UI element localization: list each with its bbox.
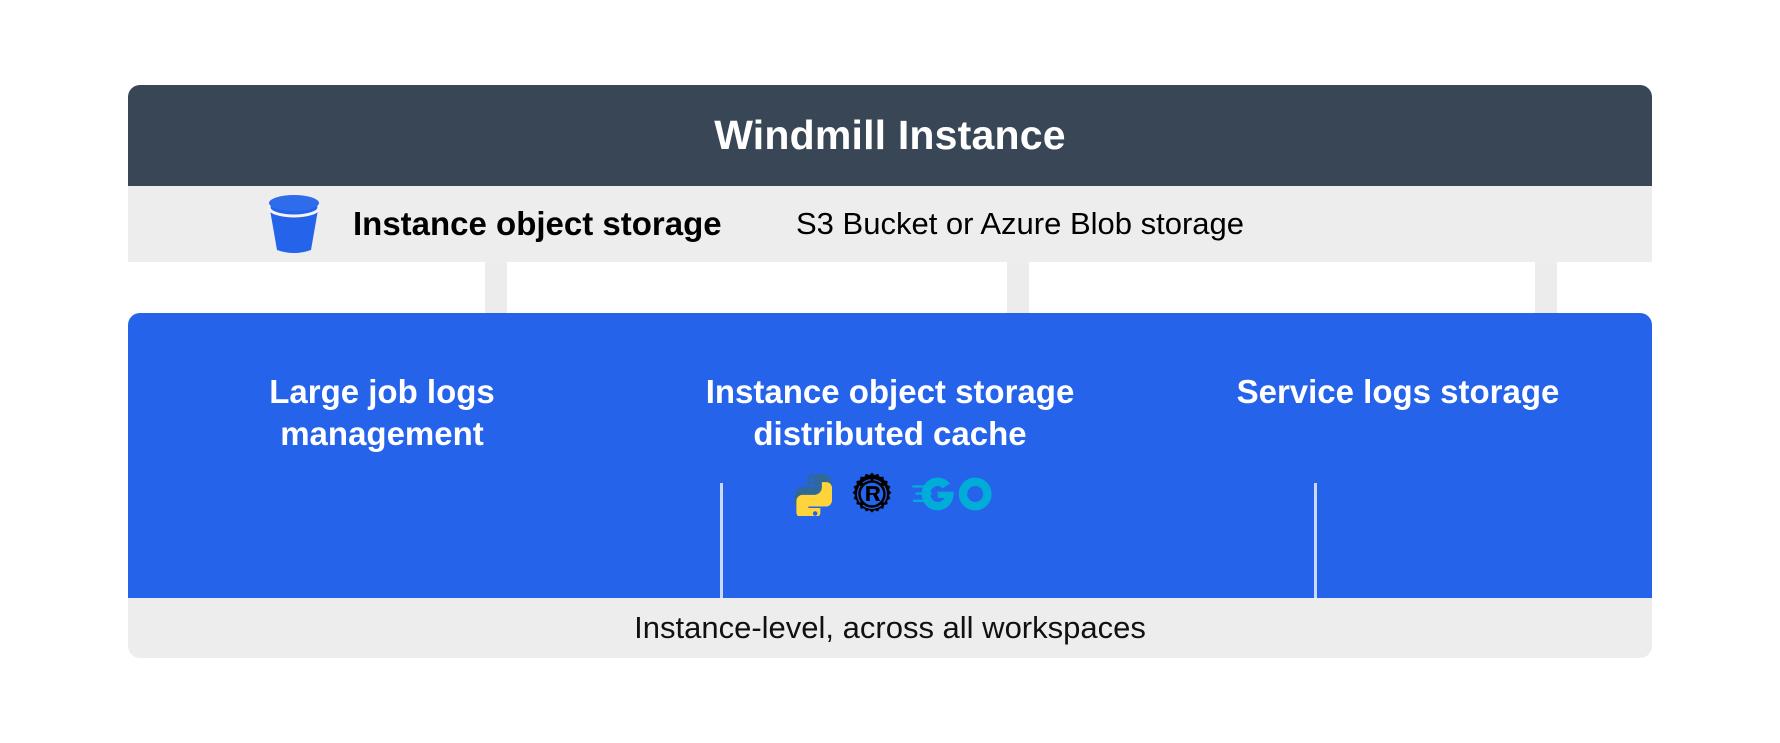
language-logos-row (788, 471, 992, 517)
instance-object-storage-sublabel: S3 Bucket or Azure Blob storage (796, 206, 1245, 241)
column-divider-right (1314, 483, 1317, 611)
header-bar: Windmill Instance (128, 85, 1652, 186)
feature-service-logs: Service logs storage (1144, 313, 1652, 413)
instance-object-storage-label: Instance object storage (353, 205, 722, 242)
features-columns: Large job logs management Instance objec… (128, 313, 1652, 598)
instance-object-storage-row: Instance object storage S3 Bucket or Azu… (128, 186, 1652, 262)
column-divider-left (720, 483, 723, 611)
features-panel: Large job logs management Instance objec… (128, 313, 1652, 611)
footer-bar: Instance-level, across all workspaces (128, 598, 1652, 658)
footer-label: Instance-level, across all workspaces (634, 610, 1146, 645)
bucket-icon (264, 194, 324, 256)
feature-title-service-logs: Service logs storage (1236, 373, 1560, 410)
feature-large-job-logs: Large job logs management (128, 313, 636, 455)
feature-title-distributed-cache: Instance object storage distributed cach… (705, 373, 1075, 453)
page-title: Windmill Instance (714, 112, 1066, 158)
go-logo-icon (912, 477, 992, 511)
rust-logo-icon (850, 472, 894, 516)
feature-title-large-job-logs: Large job logs management (269, 373, 495, 453)
feature-distributed-cache: Instance object storage distributed cach… (636, 313, 1144, 517)
python-logo-icon (788, 472, 832, 517)
